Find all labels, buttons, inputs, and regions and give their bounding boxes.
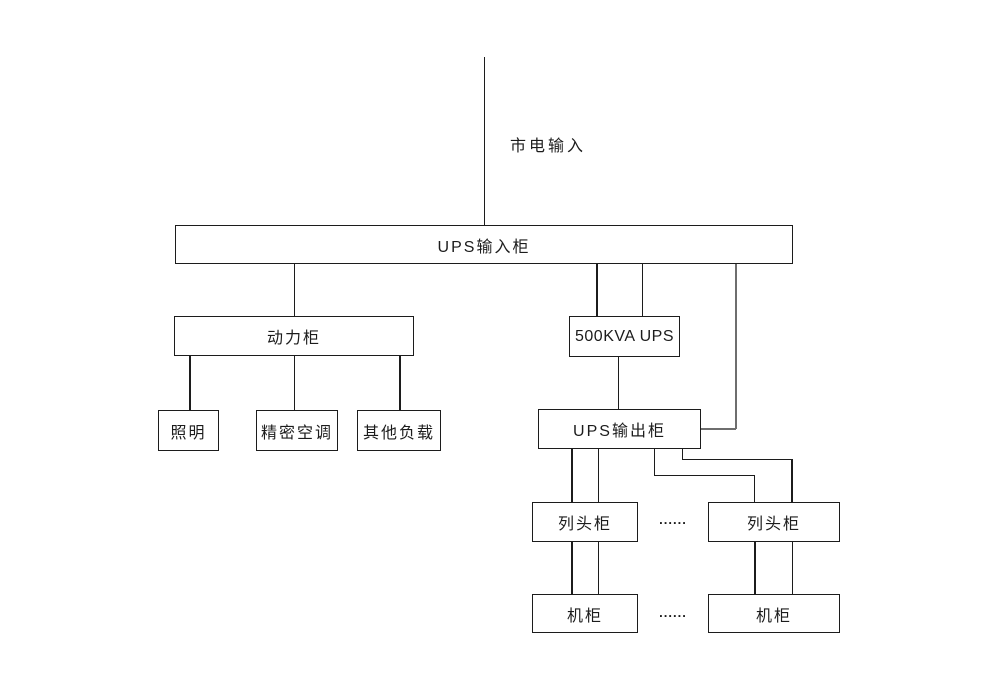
connector-bypass-horizontal — [700, 427, 736, 430]
node-rack-right: 机柜 — [708, 594, 840, 633]
connector-output-to-rowhead-right-1-drop — [653, 448, 655, 476]
node-ups-input-cabinet: UPS输入柜 — [175, 225, 793, 264]
node-lighting: 照明 — [158, 410, 219, 451]
connector-output-to-rowhead-right-2-run — [681, 458, 793, 460]
mains-input-label: 市电输入 — [510, 138, 587, 155]
connector-power-to-ac — [293, 356, 295, 410]
connector-output-to-rowhead-right-1-run — [653, 474, 755, 476]
node-row-head-cabinet-left: 列头柜 — [532, 502, 638, 542]
connector-rowhead-to-rack-right-1 — [754, 541, 756, 595]
connector-output-to-rowhead-right-1-fall — [753, 474, 755, 503]
node-precision-ac: 精密空调 — [256, 410, 338, 451]
connector-upsinput-to-ups-left — [596, 263, 598, 317]
node-ups-output-cabinet: UPS输出柜 — [538, 409, 701, 449]
node-row-head-cabinet-right: 列头柜 — [708, 502, 840, 542]
connector-output-to-rowhead-left-1 — [571, 448, 573, 502]
ellipsis-row-head: ...... — [659, 512, 687, 527]
mains-input-line — [483, 57, 485, 225]
connector-rowhead-to-rack-right-2 — [791, 541, 793, 595]
connector-upsinput-to-ups-right — [641, 263, 643, 317]
connector-rowhead-to-rack-left-2 — [597, 541, 599, 595]
connector-rowhead-to-rack-left-1 — [571, 541, 573, 595]
ellipsis-rack: ...... — [659, 605, 687, 620]
node-500kva-ups: 500KVA UPS — [569, 316, 680, 357]
node-other-load: 其他负载 — [357, 410, 441, 451]
connector-power-to-otherload — [399, 356, 401, 410]
connector-output-to-rowhead-right-2-fall — [791, 458, 793, 503]
connector-ups-to-output — [617, 356, 619, 409]
connector-power-to-lighting — [189, 356, 191, 410]
connector-upsinput-to-powercabinet — [293, 263, 295, 317]
connector-output-to-rowhead-right-2-drop — [681, 448, 683, 460]
connector-bypass-vertical — [734, 263, 737, 429]
node-power-cabinet: 动力柜 — [174, 316, 414, 356]
connector-output-to-rowhead-left-2 — [597, 448, 599, 502]
node-rack-left: 机柜 — [532, 594, 638, 633]
